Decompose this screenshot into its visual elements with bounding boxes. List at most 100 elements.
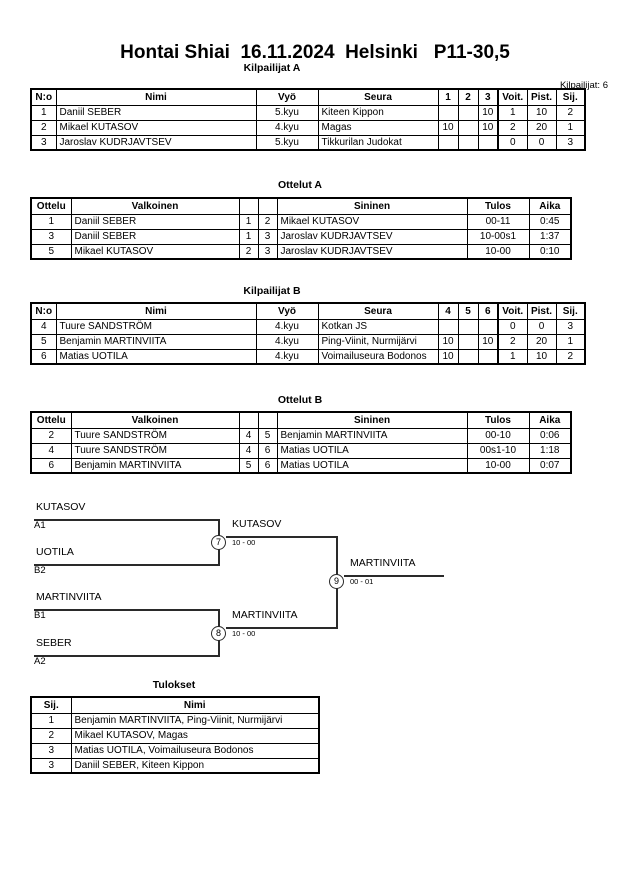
cell-belt: 4.kyu bbox=[255, 318, 319, 335]
table-row: 3 Daniil SEBER 1 3 Jaroslav KUDRJAVTSEV … bbox=[30, 228, 572, 245]
col-club: Seura bbox=[317, 88, 439, 106]
pool-a-table: N:o Nimi Vyö Seura 1 2 3 Voit. Pist. Sij… bbox=[30, 88, 586, 151]
cell-score-4 bbox=[437, 318, 459, 335]
cell-name: Matias UOTILA bbox=[55, 348, 257, 365]
cell-no: 1 bbox=[30, 104, 57, 121]
cell-belt: 4.kyu bbox=[255, 348, 319, 365]
col-belt: Vyö bbox=[255, 302, 319, 320]
cell-name: Tuure SANDSTRÖM bbox=[55, 318, 257, 335]
cell-no: 6 bbox=[30, 348, 57, 365]
table-row: 5 Benjamin MARTINVIITA 4.kyu Ping-Viinit… bbox=[30, 333, 586, 350]
bracket-final-winner: MARTINVIITA bbox=[350, 557, 416, 569]
bracket-entry-seed-1: A1 bbox=[34, 520, 46, 531]
col-club: Seura bbox=[317, 302, 439, 320]
cell-blue: Matias UOTILA bbox=[276, 442, 468, 459]
cell-time: 0:45 bbox=[528, 213, 572, 230]
cell-score-3 bbox=[477, 134, 499, 151]
pool-a-heading: Kilpailijat A bbox=[243, 62, 301, 74]
bracket-line-entry-4 bbox=[34, 655, 220, 657]
results-heading: Tulokset bbox=[152, 679, 196, 691]
col-opp-6: 6 bbox=[477, 302, 499, 320]
table-row: 3 Jaroslav KUDRJAVTSEV 5.kyu Tikkurilan … bbox=[30, 134, 586, 151]
col-white: Valkoinen bbox=[70, 411, 240, 429]
bracket-node-8: 8 bbox=[211, 626, 226, 641]
table-row: 3 Matias UOTILA, Voimailuseura Bodonos bbox=[30, 742, 320, 759]
bracket-sf1-winner: KUTASOV bbox=[232, 518, 282, 530]
cell-wins: 0 bbox=[497, 134, 528, 151]
col-opp-5: 5 bbox=[457, 302, 479, 320]
cell-white: Daniil SEBER bbox=[70, 228, 240, 245]
cell-wins: 2 bbox=[497, 119, 528, 136]
cell-white-no: 2 bbox=[238, 243, 259, 260]
cell-rank: 1 bbox=[30, 712, 72, 729]
cell-points: 10 bbox=[526, 104, 557, 121]
cell-white-no: 4 bbox=[238, 427, 259, 444]
cell-result: 00s1-10 bbox=[466, 442, 530, 459]
cell-no: 2 bbox=[30, 119, 57, 136]
cell-rank: 3 bbox=[555, 134, 586, 151]
col-match: Ottelu bbox=[30, 197, 72, 215]
table-row: 3 Daniil SEBER, Kiteen Kippon bbox=[30, 757, 320, 774]
bracket-entry-name-1: KUTASOV bbox=[36, 501, 86, 513]
cell-blue: Matias UOTILA bbox=[276, 457, 468, 474]
cell-match: 5 bbox=[30, 243, 72, 260]
cell-score-1 bbox=[437, 104, 459, 121]
table-row: 1 Daniil SEBER 5.kyu Kiteen Kippon 10 1 … bbox=[30, 104, 586, 121]
cell-name: Mikael KUTASOV bbox=[55, 119, 257, 136]
elimination-bracket: KUTASOV A1 UOTILA B2 7 KUTASOV 10 - 00 M… bbox=[0, 495, 630, 675]
cell-club: Kotkan JS bbox=[317, 318, 439, 335]
bracket-entry-seed-4: A2 bbox=[34, 656, 46, 667]
cell-rank: 3 bbox=[555, 318, 586, 335]
cell-rank: 2 bbox=[555, 348, 586, 365]
bracket-entry-name-2: UOTILA bbox=[36, 546, 74, 558]
col-opp-4: 4 bbox=[437, 302, 459, 320]
results-table: Sij. Nimi 1 Benjamin MARTINVIITA, Ping-V… bbox=[30, 696, 320, 774]
bracket-line-entry-3 bbox=[34, 609, 220, 611]
table-header-row: Ottelu Valkoinen Sininen Tulos Aika bbox=[30, 411, 572, 429]
col-belt: Vyö bbox=[255, 88, 319, 106]
cell-score-1 bbox=[437, 134, 459, 151]
col-opp-2: 2 bbox=[457, 88, 479, 106]
cell-blue: Mikael KUTASOV bbox=[276, 213, 468, 230]
competitors-count: Kilpailijat: 6 bbox=[555, 69, 608, 91]
cell-time: 0:10 bbox=[528, 243, 572, 260]
cell-match: 3 bbox=[30, 228, 72, 245]
cell-no: 3 bbox=[30, 134, 57, 151]
table-row: 4 Tuure SANDSTRÖM 4.kyu Kotkan JS 0 0 3 bbox=[30, 318, 586, 335]
cell-score-1: 10 bbox=[437, 119, 459, 136]
matches-b-heading: Ottelut B bbox=[277, 394, 323, 406]
cell-blue-no: 6 bbox=[257, 442, 278, 459]
table-row: 5 Mikael KUTASOV 2 3 Jaroslav KUDRJAVTSE… bbox=[30, 243, 572, 260]
cell-time: 1:18 bbox=[528, 442, 572, 459]
col-result: Tulos bbox=[466, 411, 530, 429]
cell-blue-no: 5 bbox=[257, 427, 278, 444]
col-name: Nimi bbox=[55, 302, 257, 320]
cell-name: Benjamin MARTINVIITA bbox=[55, 333, 257, 350]
cell-score-2 bbox=[457, 104, 479, 121]
cell-score-5 bbox=[457, 318, 479, 335]
table-header-row: N:o Nimi Vyö Seura 1 2 3 Voit. Pist. Sij… bbox=[30, 88, 586, 106]
bracket-node-7: 7 bbox=[211, 535, 226, 550]
table-row: 2 Mikael KUTASOV, Magas bbox=[30, 727, 320, 744]
cell-time: 0:07 bbox=[528, 457, 572, 474]
bracket-final-score: 00 - 01 bbox=[350, 577, 374, 586]
table-row: 6 Benjamin MARTINVIITA 5 6 Matias UOTILA… bbox=[30, 457, 572, 474]
table-header-row: Ottelu Valkoinen Sininen Tulos Aika bbox=[30, 197, 572, 215]
col-name: Nimi bbox=[55, 88, 257, 106]
bracket-line-final-winner bbox=[344, 575, 444, 577]
cell-blue-no: 6 bbox=[257, 457, 278, 474]
cell-blue: Jaroslav KUDRJAVTSEV bbox=[276, 243, 468, 260]
cell-white: Daniil SEBER bbox=[70, 213, 240, 230]
cell-belt: 5.kyu bbox=[255, 134, 319, 151]
col-blue-no bbox=[257, 411, 278, 429]
cell-white-no: 1 bbox=[238, 213, 259, 230]
cell-club: Magas bbox=[317, 119, 439, 136]
table-row: 1 Daniil SEBER 1 2 Mikael KUTASOV 00-11 … bbox=[30, 213, 572, 230]
cell-points: 0 bbox=[526, 134, 557, 151]
cell-points: 20 bbox=[526, 333, 557, 350]
cell-no: 4 bbox=[30, 318, 57, 335]
cell-rank: 3 bbox=[30, 742, 72, 759]
matches-a-heading: Ottelut A bbox=[278, 179, 322, 191]
cell-blue-no: 3 bbox=[257, 243, 278, 260]
cell-belt: 4.kyu bbox=[255, 333, 319, 350]
